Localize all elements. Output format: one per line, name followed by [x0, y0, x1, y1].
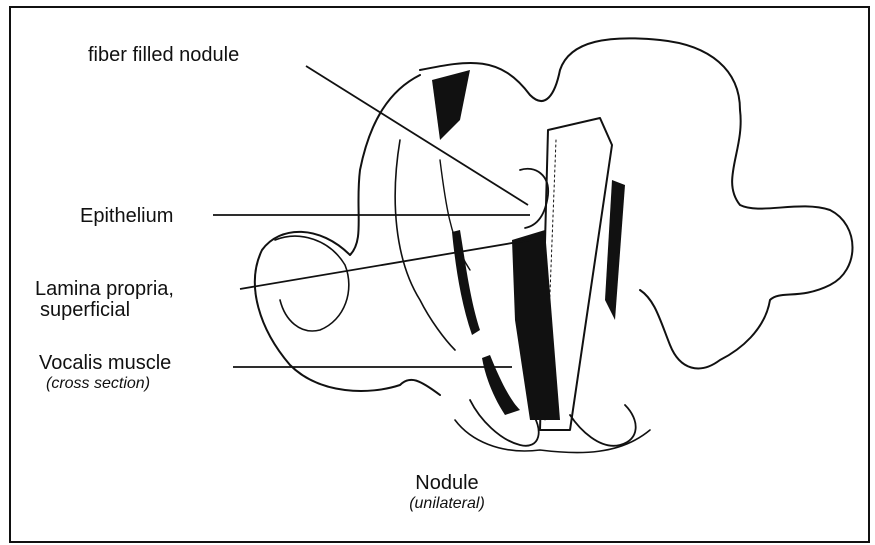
label-epithelium: Epithelium	[80, 205, 173, 227]
leader-fiber-nodule	[306, 66, 528, 205]
right-fold-outline	[420, 38, 853, 368]
shade-left-ventricle	[452, 230, 480, 335]
base-outline	[455, 420, 650, 453]
label-vocalis-sub: (cross section)	[46, 375, 150, 393]
leader-lamina-propria	[240, 240, 530, 289]
shade-vocal-cavity	[512, 230, 560, 420]
arytenoid-right	[570, 405, 636, 446]
label-vocalis-muscle: Vocalis muscle	[39, 352, 171, 374]
label-lamina-propria-line2: superficial	[40, 299, 130, 321]
shade-lower-cavity	[482, 355, 520, 415]
shade-right-ventricle	[605, 180, 625, 320]
inner-fold-left	[395, 140, 455, 350]
nodule-shape	[520, 169, 548, 228]
shade-left-fold	[432, 70, 470, 140]
label-fiber-filled-nodule: fiber filled nodule	[88, 44, 239, 66]
caption-subtitle: (unilateral)	[392, 495, 502, 513]
left-ear-lobe	[275, 236, 349, 331]
caption-title: Nodule	[392, 472, 502, 494]
left-fold-outline	[255, 75, 440, 395]
label-lamina-propria-line1: Lamina propria,	[35, 278, 174, 300]
